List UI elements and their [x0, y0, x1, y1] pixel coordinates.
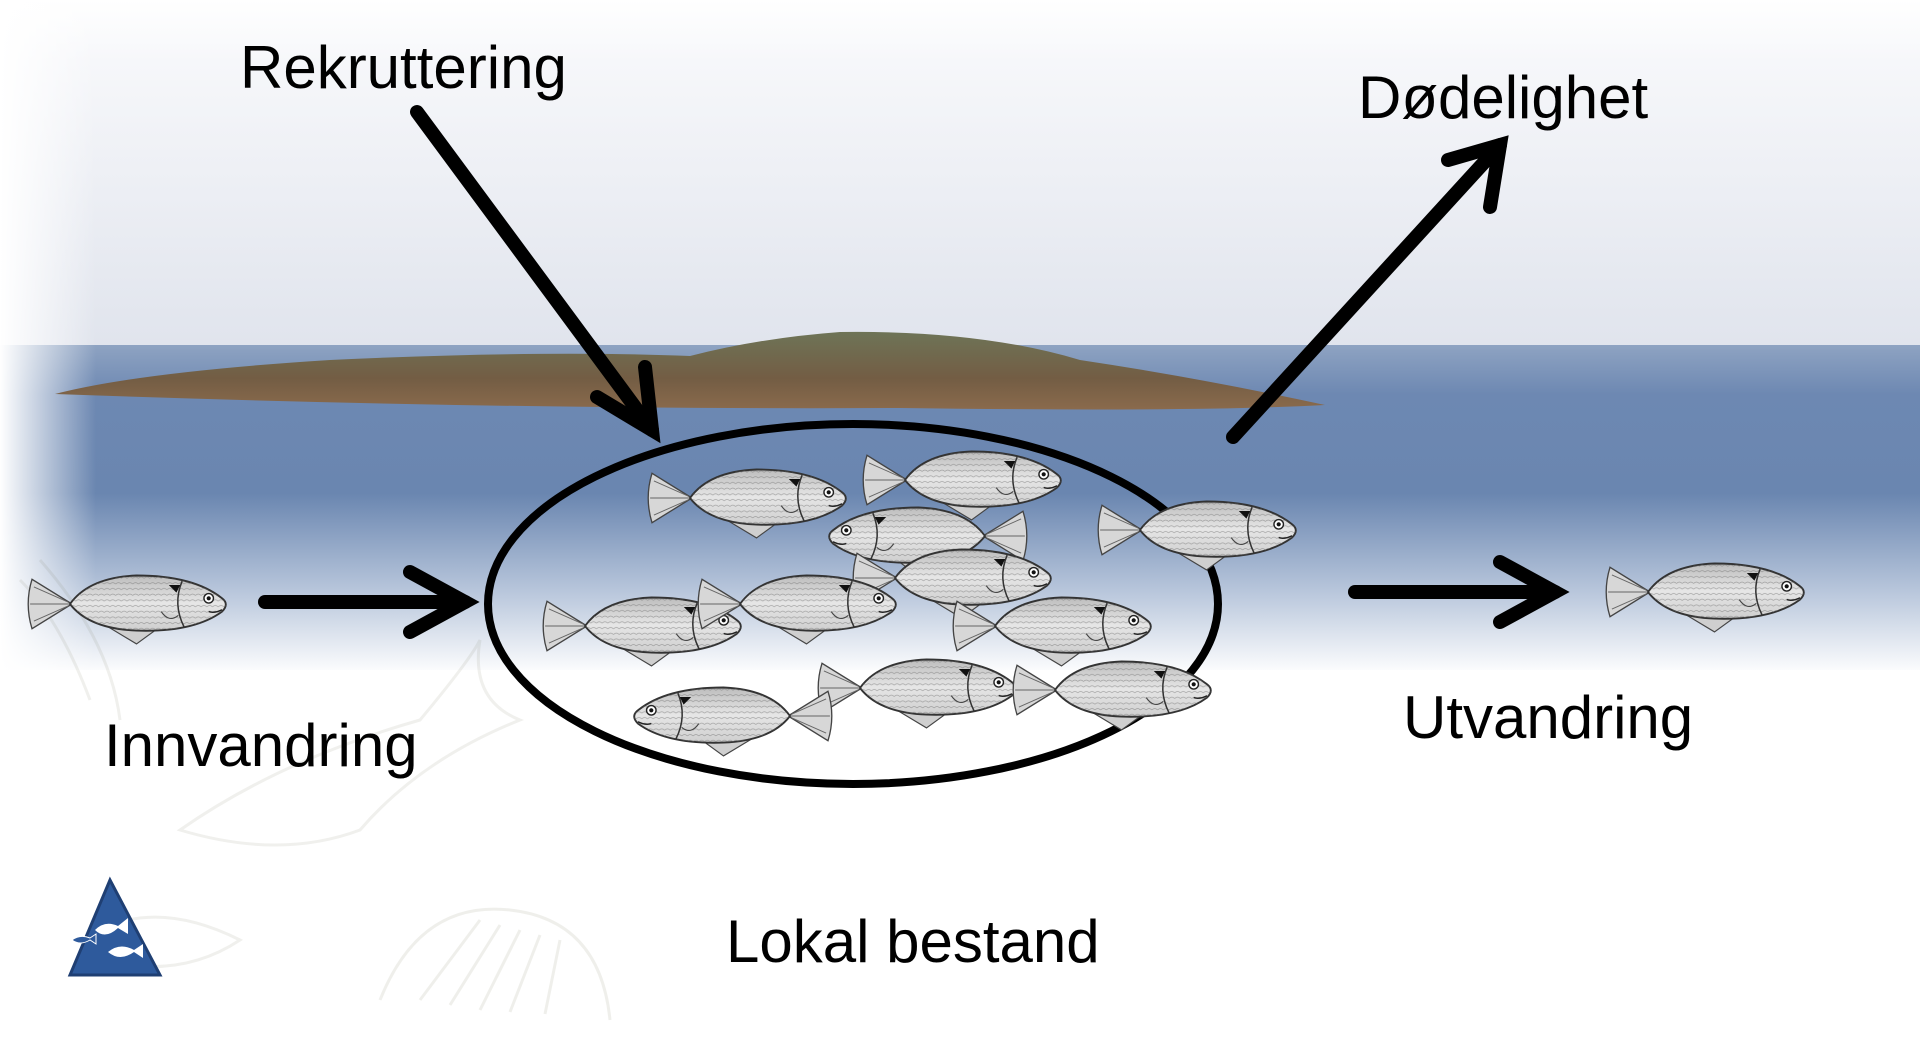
emigration-label: Utvandring — [1403, 688, 1693, 748]
mortality-label: Dødelighet — [1358, 68, 1648, 128]
local-population-label: Lokal bestand — [726, 912, 1100, 972]
recruitment-label: Rekruttering — [240, 38, 567, 98]
immigration-label: Innvandring — [104, 716, 418, 776]
